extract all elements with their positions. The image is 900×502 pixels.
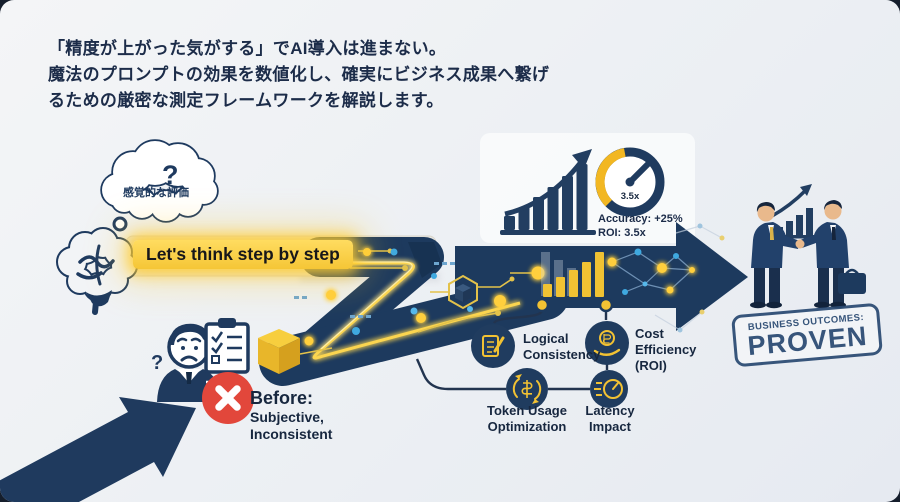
growth-chart-icon <box>500 149 596 235</box>
cost-efficiency-icon <box>585 321 629 365</box>
header-line2: 魔法のプロンプトの効果を数値化し、確実にビジネス成果へ繋げ <box>48 65 550 84</box>
gauge-icon <box>595 147 665 217</box>
glow-trail <box>312 261 521 360</box>
network-mesh <box>607 223 725 333</box>
logical-consistency-icon <box>471 324 515 368</box>
cost-line2: Efficiency <box>635 342 697 357</box>
momentum-arrow-icon <box>0 397 196 502</box>
header-line1: 「精度が上がった気がする」でAI導入は進まない。 <box>48 39 447 58</box>
latency-impact-icon <box>590 370 628 408</box>
gauge-value: 3.5x <box>620 191 640 202</box>
error-x-icon <box>202 372 254 424</box>
step-by-step-banner: Let's think step by step <box>133 240 353 269</box>
header-line3: るための厳密な測定フレームワークを解説します。 <box>48 91 444 110</box>
token-line1: Token Usage <box>487 403 567 418</box>
before-title: Before: <box>250 388 314 408</box>
stat-accuracy: Accuracy: +25% <box>598 213 683 225</box>
hexagon-chip-icon <box>448 274 478 310</box>
cube-icon <box>258 329 300 374</box>
logical-line1: Logical <box>523 331 569 346</box>
handshake-icon <box>750 184 866 309</box>
logical-line2: Consistency <box>523 347 601 362</box>
brain-icon <box>56 227 138 315</box>
latency-line1: Latency <box>585 403 635 418</box>
token-line2: Optimization <box>487 419 567 434</box>
arrow-bar-chart <box>541 252 604 297</box>
latency-line2: Impact <box>589 419 631 434</box>
checklist-icon <box>204 318 250 374</box>
before-question-mark: ? <box>151 352 164 374</box>
before-line2: Inconsistent <box>250 426 333 442</box>
cost-line1: Cost <box>635 326 664 341</box>
stat-roi: ROI: 3.5x <box>598 227 646 239</box>
connector-dot <box>534 297 550 313</box>
thought-label: 感覚的な評価 <box>123 187 189 199</box>
before-line1: Subjective, <box>250 409 324 425</box>
cost-line3: (ROI) <box>635 358 667 373</box>
token-usage-icon <box>506 368 548 410</box>
connector-dot <box>598 297 614 313</box>
thought-question-mark: ? <box>162 160 179 190</box>
circuit-decorations <box>294 248 545 355</box>
thought-bubble-icon <box>100 139 219 243</box>
